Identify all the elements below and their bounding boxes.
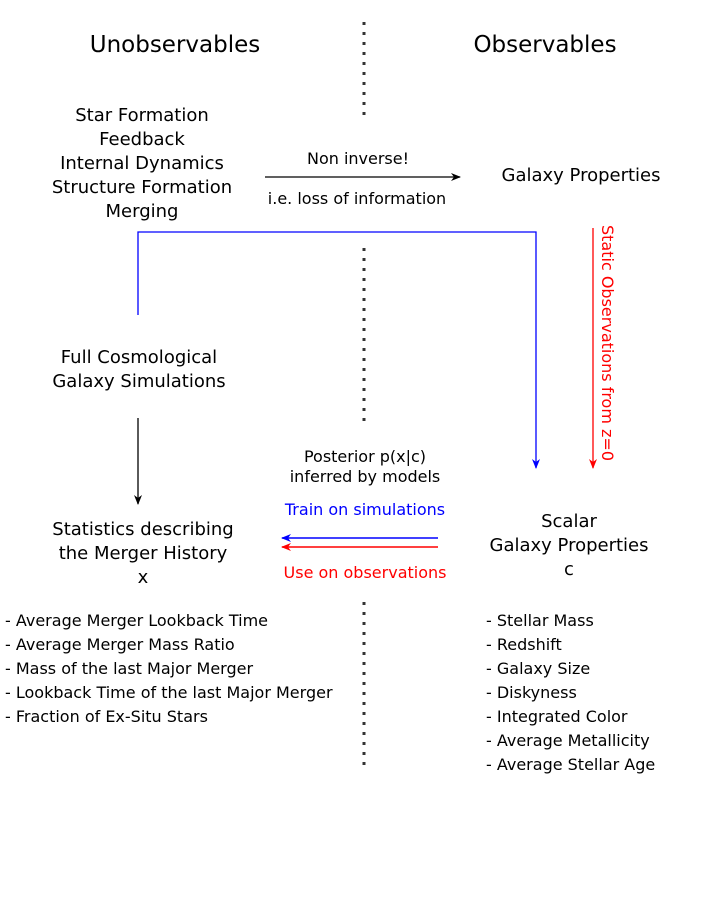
list-item: - Stellar Mass xyxy=(486,611,594,630)
header-observables: Observables xyxy=(473,32,617,58)
statistics-line: Statistics describing xyxy=(52,519,234,540)
list-item: - Average Merger Mass Ratio xyxy=(5,635,235,654)
scalar-line: c xyxy=(564,559,574,580)
galaxy-properties-label: Galaxy Properties xyxy=(501,165,661,186)
process-item: Internal Dynamics xyxy=(60,153,224,174)
list-item: - Average Merger Lookback Time xyxy=(5,611,268,630)
non-inverse-label: Non inverse! xyxy=(306,149,410,168)
process-item: Merging xyxy=(105,201,179,222)
posterior-block: Posterior p(x|c) inferred by models xyxy=(290,447,441,487)
scalar-block: Scalar Galaxy Properties c xyxy=(489,510,648,582)
simulations-block: Full Cosmological Galaxy Simulations xyxy=(52,346,225,394)
use-label: Use on observations xyxy=(283,563,447,582)
train-label: Train on simulations xyxy=(284,500,446,519)
process-item: Structure Formation xyxy=(51,177,233,198)
scalar-line: Scalar xyxy=(541,511,597,532)
statistics-line: the Merger History xyxy=(58,543,228,564)
processes-block: Star Formation Feedback Internal Dynamic… xyxy=(52,104,232,224)
simulation-path-arrow xyxy=(137,231,540,469)
list-item: - Diskyness xyxy=(486,683,577,702)
list-item: - Galaxy Size xyxy=(486,659,591,678)
list-item: - Average Stellar Age xyxy=(486,755,656,774)
list-item: - Redshift xyxy=(486,635,562,654)
statistics-block: Statistics describing the Merger History… xyxy=(52,518,233,590)
list-item: - Integrated Color xyxy=(486,707,628,726)
simulations-line: Galaxy Simulations xyxy=(52,371,226,392)
simulations-line: Full Cosmological xyxy=(60,347,218,368)
list-item: - Mass of the last Major Merger xyxy=(5,659,254,678)
process-item: Star Formation xyxy=(75,105,209,126)
list-item: - Average Metallicity xyxy=(486,731,650,750)
scalar-line: Galaxy Properties xyxy=(489,535,649,556)
list-item: - Fraction of Ex-Situ Stars xyxy=(5,707,208,726)
static-observations-label: Static Observations from z=0 xyxy=(598,225,617,461)
statistics-line: x xyxy=(137,567,149,588)
loss-of-information-label: i.e. loss of information xyxy=(267,189,447,208)
merger-stats-list: - Average Merger Lookback Time - Average… xyxy=(5,609,333,729)
process-item: Feedback xyxy=(99,129,185,150)
observables-list: - Stellar Mass - Redshift - Galaxy Size … xyxy=(486,609,655,777)
header-unobservables: Unobservables xyxy=(89,32,261,58)
posterior-line: inferred by models xyxy=(289,467,441,486)
list-item: - Lookback Time of the last Major Merger xyxy=(5,683,333,702)
posterior-line: Posterior p(x|c) xyxy=(303,447,427,466)
